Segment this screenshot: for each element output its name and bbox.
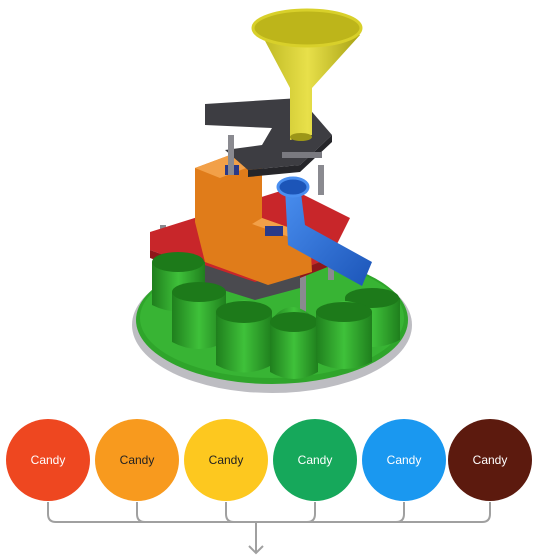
candy-label: Candy xyxy=(120,453,155,467)
candy-circle xyxy=(273,419,357,501)
candy-item: Candy xyxy=(362,419,446,501)
candy-circle xyxy=(95,419,179,501)
under-frame xyxy=(175,255,300,300)
candy-item: Candy xyxy=(6,419,90,501)
candy-label: Candy xyxy=(473,453,508,467)
candy-flow-diagram: Candy Candy Candy Candy Candy Candy xyxy=(6,419,532,555)
candy-sorter-render xyxy=(132,8,412,393)
candy-item: Candy xyxy=(448,419,532,501)
candy-label: Candy xyxy=(387,453,422,467)
candy-circle xyxy=(6,419,90,501)
candy-label: Candy xyxy=(298,453,333,467)
blue-chute xyxy=(276,176,372,286)
candy-item: Candy xyxy=(95,419,179,501)
candy-circle xyxy=(184,419,268,501)
connector-lines xyxy=(47,502,491,523)
candy-circle xyxy=(448,419,532,501)
candy-item: Candy xyxy=(273,419,357,501)
candy-item: Candy xyxy=(184,419,268,501)
cups-front-row xyxy=(172,282,372,379)
yellow-funnel xyxy=(251,8,363,141)
chevron-down-icon xyxy=(248,545,264,555)
candy-label: Candy xyxy=(209,453,244,467)
candy-label: Candy xyxy=(31,453,66,467)
candy-circle xyxy=(362,419,446,501)
